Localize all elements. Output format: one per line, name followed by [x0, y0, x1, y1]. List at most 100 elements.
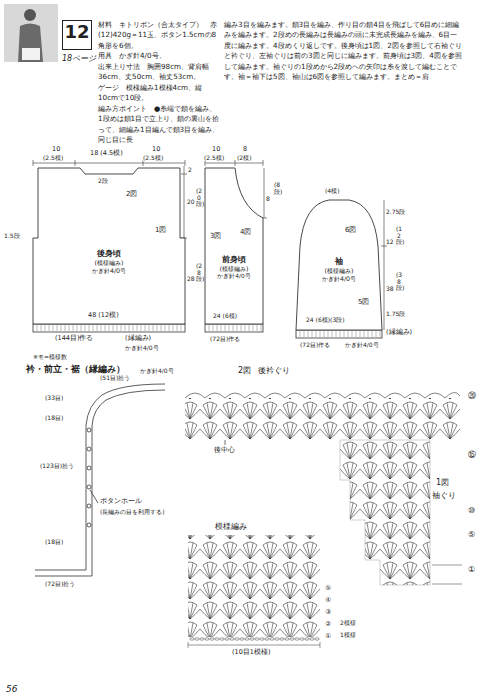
chain-stitch [220, 638, 224, 640]
dimension-label: 1.75段 [386, 310, 405, 317]
rib-stroke [352, 331, 353, 337]
rib-stroke [177, 325, 178, 331]
piece-note: かぎ針4/0号 [205, 273, 263, 281]
rib-stroke [213, 325, 214, 331]
piece-text: 12 [63, 23, 91, 41]
chain-stitch [315, 638, 319, 640]
rib-stroke [37, 325, 38, 331]
rib-stroke [312, 331, 313, 337]
photo-head [24, 9, 36, 21]
dimension-vertical: (8段) [274, 182, 280, 195]
rib-stroke [69, 325, 70, 331]
model-photo [4, 4, 58, 62]
dimension-label: 6図 [345, 226, 356, 234]
rib-stroke [245, 325, 246, 331]
rib-stroke [344, 331, 345, 337]
instruction-text: 編み方ポイント ●糸端で鎖を編み、1段めは鎖1目で立上り、鎖の裏山を拾って、細編… [98, 104, 220, 146]
chain-row [185, 392, 460, 398]
dimension-label: 12 [386, 238, 394, 245]
dimension-label: ボタンホール [100, 498, 142, 506]
dimension-vertical: (12段) [396, 226, 402, 246]
rib-stroke [380, 331, 381, 337]
piece-text: 前身頃(模様編み)かぎ針4/0号 [205, 254, 263, 280]
piece-outline-path [205, 168, 263, 324]
rib-stroke [65, 325, 66, 331]
dimension-label: ⑤ [468, 530, 475, 540]
dimension-label: 10 [212, 146, 220, 154]
dimension-label: 後中心 [214, 446, 235, 454]
piece-outline-path [296, 200, 382, 330]
dimension-label: 2段 [98, 177, 108, 184]
dimension-label: (4模) [325, 187, 340, 194]
buttonhole [87, 428, 91, 432]
rib-stroke [257, 325, 258, 331]
stitch-chart [185, 398, 460, 440]
dimension-label: 3図 [210, 232, 221, 240]
dimension-label: 28 [187, 275, 195, 282]
rib-stroke [364, 331, 365, 337]
dimension-label: ④ [325, 596, 331, 604]
rib-stroke [117, 325, 118, 331]
rib-stroke [105, 325, 106, 331]
dimension-label: ② [325, 620, 331, 628]
rib-stroke [81, 325, 82, 331]
rib-stroke [217, 325, 218, 331]
dimension-label: 10 [152, 146, 160, 154]
dimension-label: かぎ針4/0号 [345, 341, 379, 348]
dimension-label: 5図 [358, 298, 369, 306]
chain-stitch [295, 638, 299, 640]
chain-stitch [310, 638, 314, 640]
chain-stitch [215, 638, 219, 640]
rib-stroke [261, 325, 262, 331]
piece-note: かぎ針4/0号 [296, 275, 382, 283]
piece-name: 後身頃 [33, 248, 185, 259]
dimension-label: 4図 [240, 228, 251, 236]
dimension-label: (2.5模) [204, 154, 224, 161]
dimension-label: (長編みの目を利用する) [100, 508, 165, 515]
dimension-label: (2.5模) [43, 154, 63, 161]
rib-stroke [73, 325, 74, 331]
repeat-bracket [188, 642, 320, 648]
dimension-label: 24 (6模) [213, 312, 237, 319]
chain-stitch [240, 638, 244, 640]
dimension-label: (33目) [45, 394, 63, 401]
rib-stroke [157, 325, 158, 331]
rib-stroke [133, 325, 134, 331]
rib-stroke [49, 325, 50, 331]
rib-stroke [137, 325, 138, 331]
piece-outline [205, 166, 263, 324]
piece-text: 袖(模様編み)かぎ針4/0号 [296, 256, 382, 283]
dimension-label: (123目)拾う [40, 462, 74, 469]
dimension-vertical: (38段) [396, 272, 402, 292]
garment-piece: 前身頃(模様編み)かぎ針4/0号 [205, 166, 263, 324]
dimension-label: ③ [325, 608, 331, 616]
chain-stitch [190, 638, 194, 640]
rib-stroke [121, 325, 122, 331]
instruction-text: ゲージ 模様編み1模様4cm、縦10cmで10段。 [98, 83, 220, 104]
dimension-label: 後衿ぐり [258, 366, 290, 376]
rib-stroke [113, 325, 114, 331]
rib-stroke [181, 325, 182, 331]
edging-outline [35, 384, 165, 576]
rib-stroke [129, 325, 130, 331]
piece-outline-path [33, 168, 185, 324]
rib-stroke [225, 325, 226, 331]
dimension-vertical: (20段) [196, 188, 202, 208]
photo-skirt [22, 48, 40, 60]
rib-stroke [57, 325, 58, 331]
piece-note: (模様編み) [33, 259, 185, 267]
chain-stitch [305, 638, 309, 640]
buttonhole [87, 504, 91, 508]
garment-piece: 後身頃(模様編み)かぎ針4/0号 [33, 166, 185, 324]
rib-stroke [324, 331, 325, 337]
dimension-lines [33, 160, 387, 330]
rib-stroke [253, 325, 254, 331]
dimension-label: 2図 [126, 190, 137, 198]
rib-stroke [45, 325, 46, 331]
dimension-label: 10 [52, 146, 60, 154]
front-band [205, 324, 263, 332]
dimension-label: (2.5模) [143, 154, 163, 161]
rib-stroke [173, 325, 174, 331]
